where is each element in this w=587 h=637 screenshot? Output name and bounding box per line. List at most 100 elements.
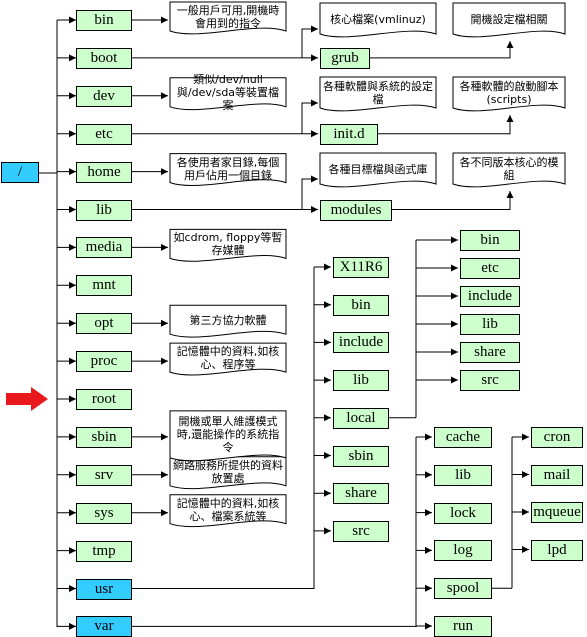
arrow-head [324, 263, 331, 271]
note-shape [452, 76, 566, 112]
arrow-head [425, 471, 432, 479]
arrow-head [69, 585, 76, 592]
arrow-head [324, 527, 331, 535]
arrow-head [522, 546, 529, 553]
var-child-log[interactable]: log [434, 540, 492, 562]
arrow-head [161, 357, 168, 365]
local-child-share[interactable]: share [460, 342, 520, 363]
dir-box-dev[interactable]: dev [76, 85, 132, 107]
spool-child-mail[interactable]: mail [531, 464, 583, 486]
usr-child-src[interactable]: src [333, 520, 389, 542]
note-initd-left: 各種軟體與系統的設定檔 [323, 80, 433, 106]
note-dev: 類似/dev/null與/dev/sda等裝置檔案 [176, 73, 280, 113]
dir-box-etc[interactable]: etc [76, 123, 132, 145]
usr-child-lib[interactable]: lib [333, 370, 389, 392]
dir-box-usr[interactable]: usr [76, 578, 132, 600]
dir-box-home[interactable]: home [76, 161, 132, 183]
dir-box-mnt[interactable]: mnt [76, 275, 132, 297]
arrow-head [451, 264, 458, 272]
note-srv: 網路服務所提供的資料放置處 [173, 458, 283, 485]
local-child-lib[interactable]: lib [460, 314, 520, 335]
var-child-spool[interactable]: spool [434, 578, 492, 600]
dir-box-var[interactable]: var [76, 616, 132, 637]
arrow-head [161, 509, 168, 517]
dir-box-initd[interactable]: init.d [320, 123, 378, 145]
arrow-head [451, 292, 458, 300]
arrow-head [311, 54, 318, 62]
note-shape [169, 228, 287, 262]
arrow-head [311, 25, 318, 33]
connector-line [392, 191, 511, 210]
note-sys: 記憶體中的資料,如核心、檔案系統等 [176, 496, 280, 523]
arrow-head [451, 236, 458, 244]
note-proc: 記憶體中的資料,如核心、程序等 [176, 345, 280, 372]
dir-box-srv[interactable]: srv [76, 464, 132, 486]
arrow-head [311, 130, 318, 138]
arrow-head [324, 414, 331, 422]
usr-child-sbin[interactable]: sbin [333, 445, 389, 467]
note-shape [452, 2, 566, 38]
dir-box-lib[interactable]: lib [76, 199, 132, 221]
arrow-head [522, 471, 529, 478]
arrow-head [69, 168, 76, 176]
var-child-run[interactable]: run [434, 616, 492, 637]
local-child-etc[interactable]: etc [460, 258, 520, 279]
note-shape [169, 1, 287, 35]
usr-child-local[interactable]: local [333, 407, 389, 429]
arrow-head [69, 471, 76, 479]
dir-box-tmp[interactable]: tmp [76, 540, 132, 562]
arrow-head [69, 547, 76, 555]
connector-line [370, 41, 511, 59]
var-child-lock[interactable]: lock [434, 502, 492, 524]
usr-child-X11R6[interactable]: X11R6 [333, 257, 389, 278]
connector-line [378, 115, 511, 135]
connector-line [301, 102, 318, 134]
var-child-cache[interactable]: cache [434, 427, 492, 448]
arrow-head [425, 622, 432, 630]
dir-box-sys[interactable]: sys [76, 502, 132, 524]
var-child-lib[interactable]: lib [434, 464, 492, 486]
dir-box-opt[interactable]: opt [76, 313, 132, 335]
spool-child-lpd[interactable]: lpd [531, 539, 583, 561]
connector-line [301, 178, 318, 210]
note-shape [169, 342, 287, 376]
spool-child-cron[interactable]: cron [531, 427, 583, 448]
dir-box-bin[interactable]: bin [76, 10, 132, 31]
dir-box-grub[interactable]: grub [320, 47, 370, 69]
dir-box-sbin[interactable]: sbin [76, 426, 132, 448]
arrow-head [311, 99, 318, 107]
arrow-head [161, 92, 168, 100]
local-child-include[interactable]: include [460, 286, 520, 307]
note-opt: 第三方協力軟體 [189, 313, 267, 327]
arrow-head [324, 376, 331, 384]
arrow-head [425, 433, 432, 441]
dir-box-root[interactable]: root [76, 389, 132, 410]
dir-box-media[interactable]: media [76, 237, 132, 259]
root-dir-box[interactable]: / [1, 162, 39, 183]
arrow-head [324, 338, 331, 346]
local-child-bin[interactable]: bin [460, 230, 520, 251]
arrow-head [425, 584, 432, 592]
arrow-head [69, 357, 76, 365]
arrow-head [522, 433, 529, 441]
usr-child-include[interactable]: include [333, 332, 389, 354]
local-child-src[interactable]: src [460, 370, 520, 391]
note-grub-left: 核心檔案(vmlinuz) [330, 12, 426, 26]
note-initd-right: 各種軟體的啟動腳本(scripts) [459, 80, 559, 106]
arrow-head [161, 243, 168, 251]
dir-box-proc[interactable]: proc [76, 351, 132, 373]
note-shape [169, 304, 287, 338]
note-shape [319, 2, 437, 38]
arrow-head [69, 509, 76, 517]
dir-box-modules[interactable]: modules [320, 199, 392, 221]
dir-box-boot[interactable]: boot [76, 47, 132, 69]
usr-child-bin[interactable]: bin [333, 294, 389, 316]
arrow-head [451, 348, 458, 356]
spool-child-mqueue[interactable]: mqueue [531, 502, 583, 523]
arrow-head [69, 433, 76, 441]
arrow-head [506, 115, 514, 122]
note-media: 如cdrom, floppy等暫存媒體 [173, 231, 283, 258]
note-shape [319, 152, 437, 188]
usr-child-share[interactable]: share [333, 483, 389, 505]
